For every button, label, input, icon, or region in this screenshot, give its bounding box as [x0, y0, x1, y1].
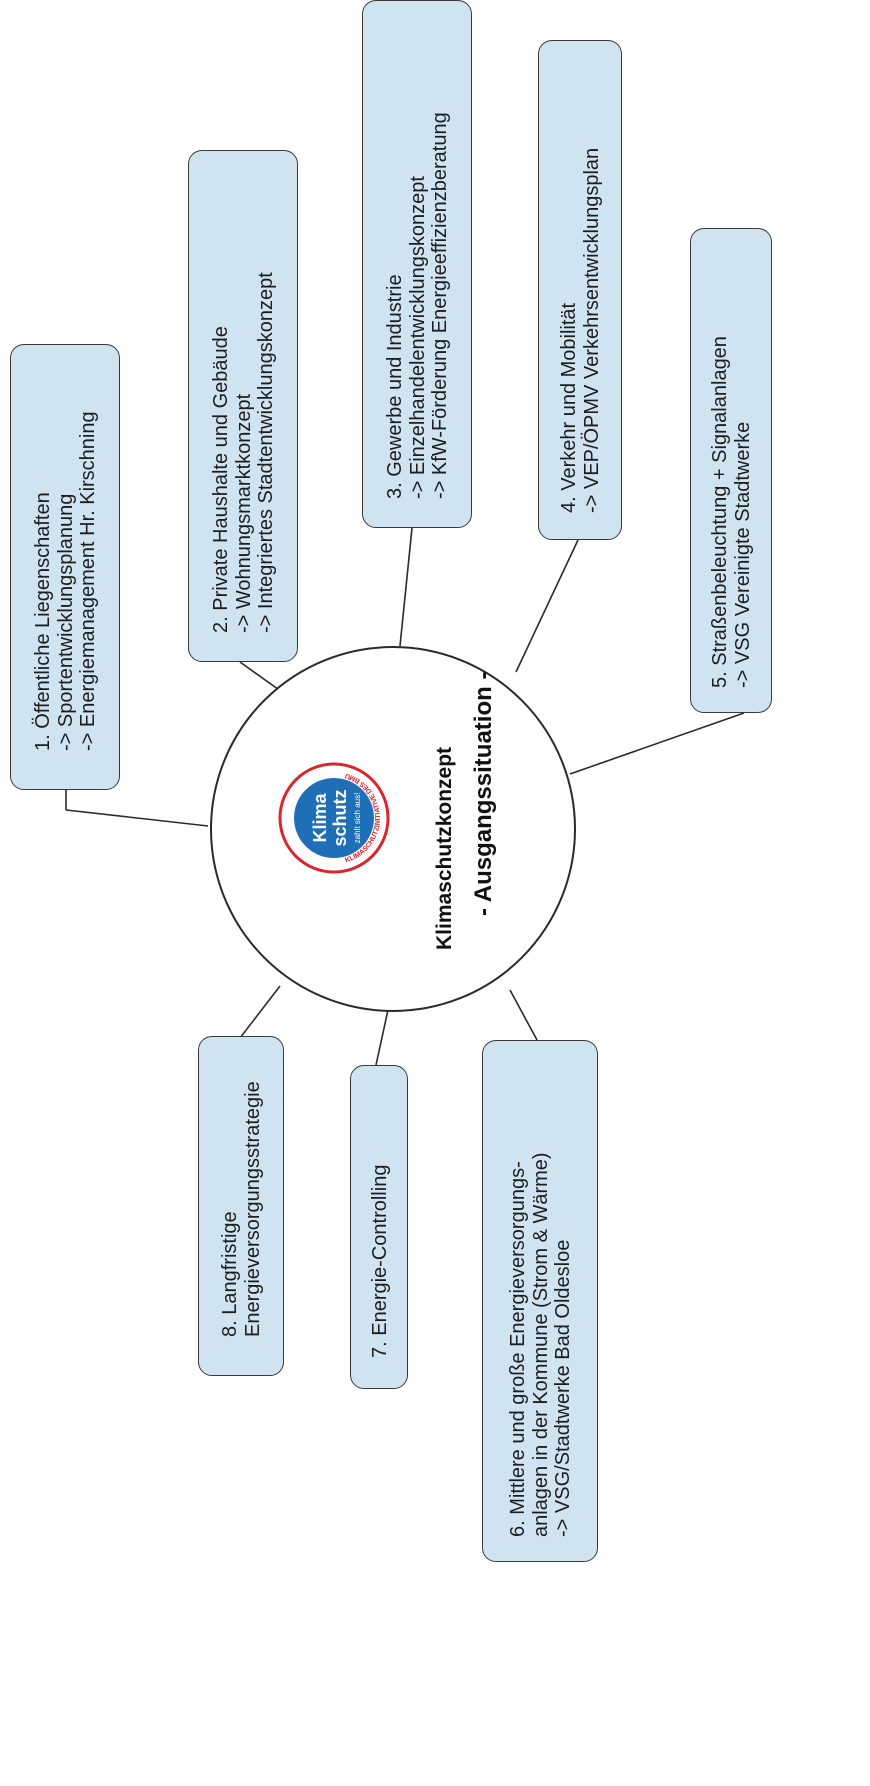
topic-3-line-2: -> Einzelhandelentwicklungskonzept	[406, 176, 429, 499]
logo-line1: Klima	[310, 793, 330, 843]
connector-3	[399, 527, 413, 647]
topic-box-7: 7. Energie-Controlling	[350, 1065, 408, 1389]
topic-box-4: 4. Verkehr und Mobilität -> VEP/ÖPMV Ver…	[538, 40, 622, 540]
connector-6	[509, 989, 538, 1041]
topic-box-8: 8. Langfristige Energieversorgungsstrate…	[198, 1036, 284, 1376]
center-text: Klimaschutzkonzept - Ausgangssituation -	[410, 672, 520, 950]
topic-4-line-2: -> VEP/ÖPMV Verkehrsentwicklungsplan	[581, 147, 603, 513]
topic-7-line-1: 7. Energie-Controlling	[368, 1164, 391, 1358]
connector-1b	[65, 809, 209, 827]
center-node: Klimaschutzkonzept - Ausgangssituation -…	[210, 646, 576, 1012]
connector-7	[375, 1009, 389, 1066]
topic-8-line-1: 8. Langfristige	[219, 1211, 242, 1337]
topic-2-line-1: 2. Private Haushalte und Gebäude	[210, 326, 233, 633]
topic-6-line-2: anlagen in der Kommune (Strom & Wärme)	[529, 1152, 552, 1537]
topic-box-5: 5. Straßenbeleuchtung + Signalanlagen ->…	[690, 228, 772, 713]
topic-6-line-3: -> VSG/Stadtwerke Bad Oldesloe	[552, 1239, 575, 1537]
topic-3-line-1: 3. Gewerbe und Industrie	[384, 274, 407, 499]
connector-8	[239, 985, 281, 1039]
topic-2-line-2: -> Wohnungsmarktkonzept	[232, 393, 255, 633]
topic-3-line-3: -> KfW-Förderung Energieeffizienzberatun…	[429, 112, 452, 499]
topic-5-line-1: 5. Straßenbeleuchtung + Signalanlagen	[709, 336, 732, 688]
topic-box-3: 3. Gewerbe und Industrie -> Einzelhandel…	[362, 0, 472, 528]
center-title: Klimaschutzkonzept	[432, 746, 456, 950]
topic-5-line-2: -> VSG Vereinigte Stadtwerke	[732, 421, 754, 688]
logo-line2: schutz	[330, 789, 350, 846]
topic-box-2: 2. Private Haushalte und Gebäude -> Wohn…	[188, 150, 298, 662]
topic-4-line-1: 4. Verkehr und Mobilität	[558, 302, 581, 513]
topic-6-line-1: 6. Mittlere und große Energieversorgungs…	[507, 1161, 530, 1537]
topic-box-6: 6. Mittlere und große Energieversorgungs…	[482, 1040, 598, 1562]
center-subtitle: - Ausgangssituation -	[470, 671, 498, 916]
klimaschutz-logo: Klima schutz zahlt sich aus! KLIMASCHUTZ…	[278, 762, 390, 874]
topic-1-line-1: 1. Öffentliche Liegenschaften	[32, 492, 55, 751]
topic-8-line-2: Energieversorgungsstrategie	[242, 1081, 264, 1337]
connector-4	[515, 539, 579, 673]
topic-2-line-3: -> Integriertes Stadtentwicklungskonzept	[255, 272, 278, 633]
topic-1-line-2: -> Sportentwicklungsplanung	[54, 493, 77, 751]
connector-5	[569, 712, 745, 775]
topic-box-1: 1. Öffentliche Liegenschaften -> Sporten…	[10, 344, 120, 790]
topic-1-line-3: -> Energiemanagement Hr. Kirschning	[77, 411, 100, 751]
connector-2	[239, 661, 283, 693]
logo-tagline: zahlt sich aus!	[353, 793, 362, 844]
